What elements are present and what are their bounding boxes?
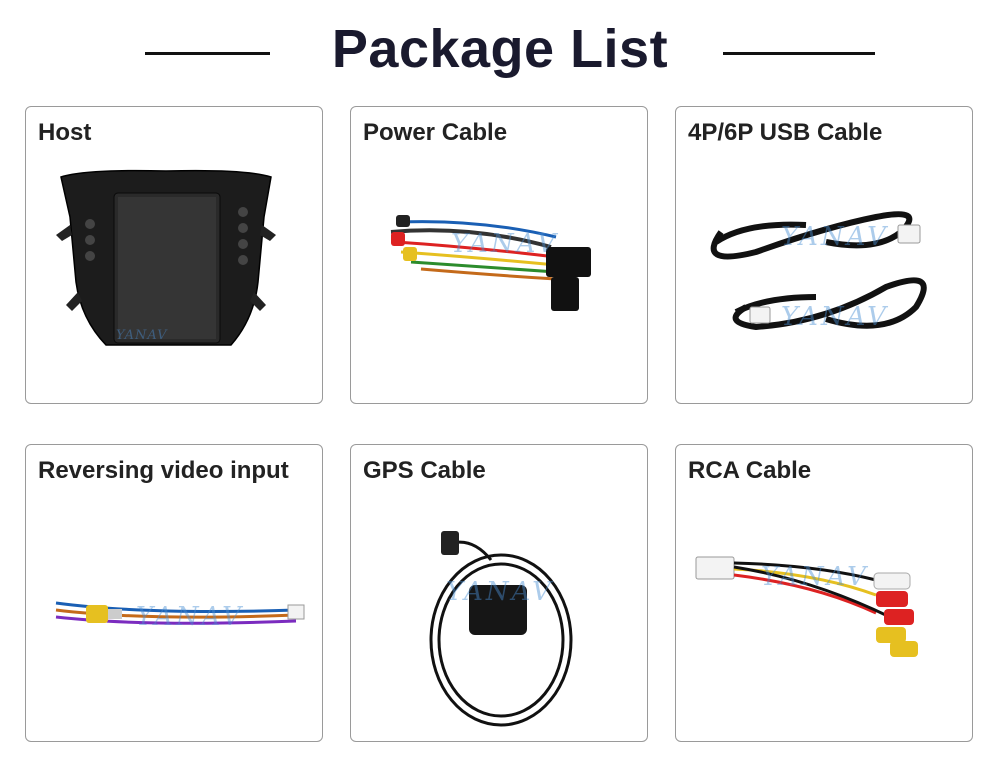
item-label: Reversing video input (38, 457, 289, 484)
item-label: Power Cable (363, 119, 508, 146)
gps-cable-image: YANAV (429, 531, 573, 727)
page-title: Package List (331, 19, 669, 79)
package-item-gps-cable: YANAV GPS Cable (350, 444, 648, 742)
package-item-host: YANAV Host (25, 106, 323, 404)
svg-text:YANAV: YANAV (781, 302, 889, 332)
package-item-power-cable: YANAV Power Cable (350, 106, 648, 404)
package-item-usb-cable: YANAV YANAV 4P/6P USB Cable (675, 106, 973, 404)
reversing-video-cable-image: YANAV (55, 601, 305, 632)
svg-text:YANAV: YANAV (116, 328, 168, 343)
rca-cable-image: YANAV (695, 556, 918, 657)
svg-text:YANAV: YANAV (451, 229, 559, 259)
item-label: GPS Cable (363, 457, 486, 484)
usb-cable-image: YANAV YANAV (710, 211, 927, 332)
svg-text:YANAV: YANAV (446, 577, 554, 607)
host-unit-image: YANAV (56, 169, 276, 346)
item-label: 4P/6P USB Cable (688, 119, 883, 146)
title-rule-right (723, 52, 875, 55)
page-header: Package List (0, 0, 1000, 100)
title-rule-left (145, 52, 270, 55)
power-cable-image: YANAV (390, 215, 591, 311)
package-item-rca-cable: YANAV RCA Cable (675, 444, 973, 742)
item-label: Host (38, 119, 92, 146)
svg-text:YANAV: YANAV (136, 602, 244, 632)
item-label: RCA Cable (688, 457, 812, 484)
svg-text:YANAV: YANAV (761, 562, 869, 592)
svg-text:YANAV: YANAV (781, 222, 889, 252)
package-item-reversing-video: YANAV Reversing video input (25, 444, 323, 742)
